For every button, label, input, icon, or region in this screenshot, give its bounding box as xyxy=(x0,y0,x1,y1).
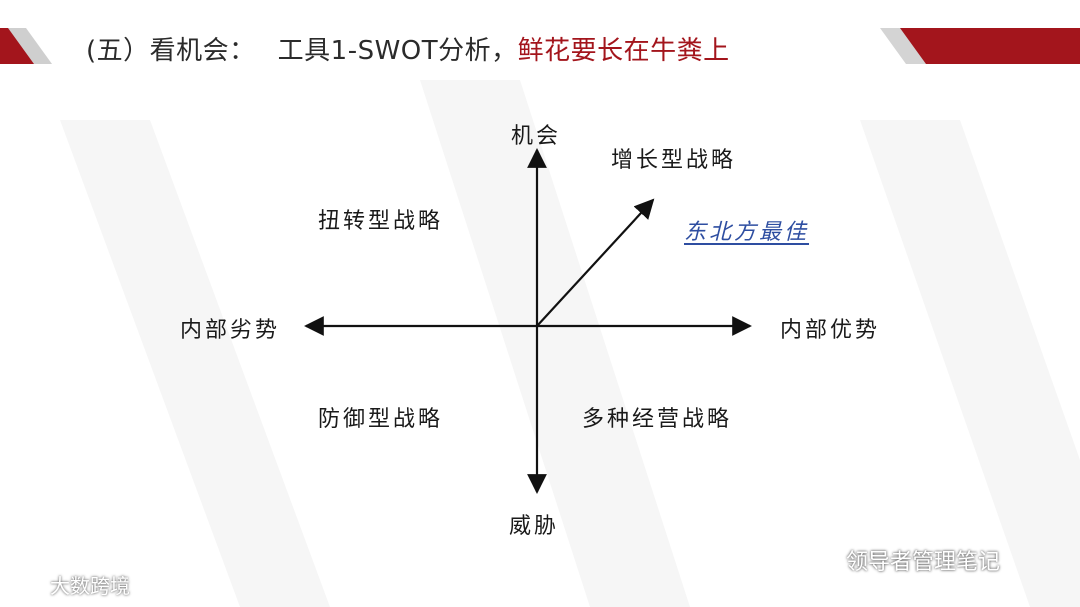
northeast-best-note: 东北方最佳 xyxy=(684,220,810,245)
watermark-left-text: 大数跨境 xyxy=(50,574,130,598)
watermark-right: 领导者管理笔记 xyxy=(808,544,1000,579)
page-title: (五）看机会： 工具1-SWOT分析，鲜花要长在牛粪上 xyxy=(86,30,730,74)
watermark-left: 大数跨境 xyxy=(6,570,130,601)
weibo-logo-icon xyxy=(6,574,46,601)
watermark-right-text: 领导者管理笔记 xyxy=(846,550,1001,575)
axis-label-weakness: 内部劣势 xyxy=(180,318,281,343)
growth-arrow xyxy=(536,198,655,327)
wechat-logo-icon xyxy=(808,547,842,579)
quadrant-defensive-strategy: 防御型战略 xyxy=(318,407,444,432)
right-header-stripes xyxy=(880,28,1080,64)
quadrant-growth-strategy: 增长型战略 xyxy=(611,148,737,173)
quadrant-diversification-strategy: 多种经营战略 xyxy=(582,407,733,432)
axis-label-opportunity: 机会 xyxy=(511,124,562,149)
left-header-stripes xyxy=(0,28,52,64)
title-highlight: 鲜花要长在牛粪上 xyxy=(517,36,730,66)
title-prefix: (五）看机会： xyxy=(86,36,256,66)
title-tool: 工具1-SWOT分析， xyxy=(277,36,518,66)
axis-label-strength: 内部优势 xyxy=(780,318,881,343)
quadrant-turnaround-strategy: 扭转型战略 xyxy=(318,209,444,234)
axis-label-threat: 威胁 xyxy=(509,514,560,539)
